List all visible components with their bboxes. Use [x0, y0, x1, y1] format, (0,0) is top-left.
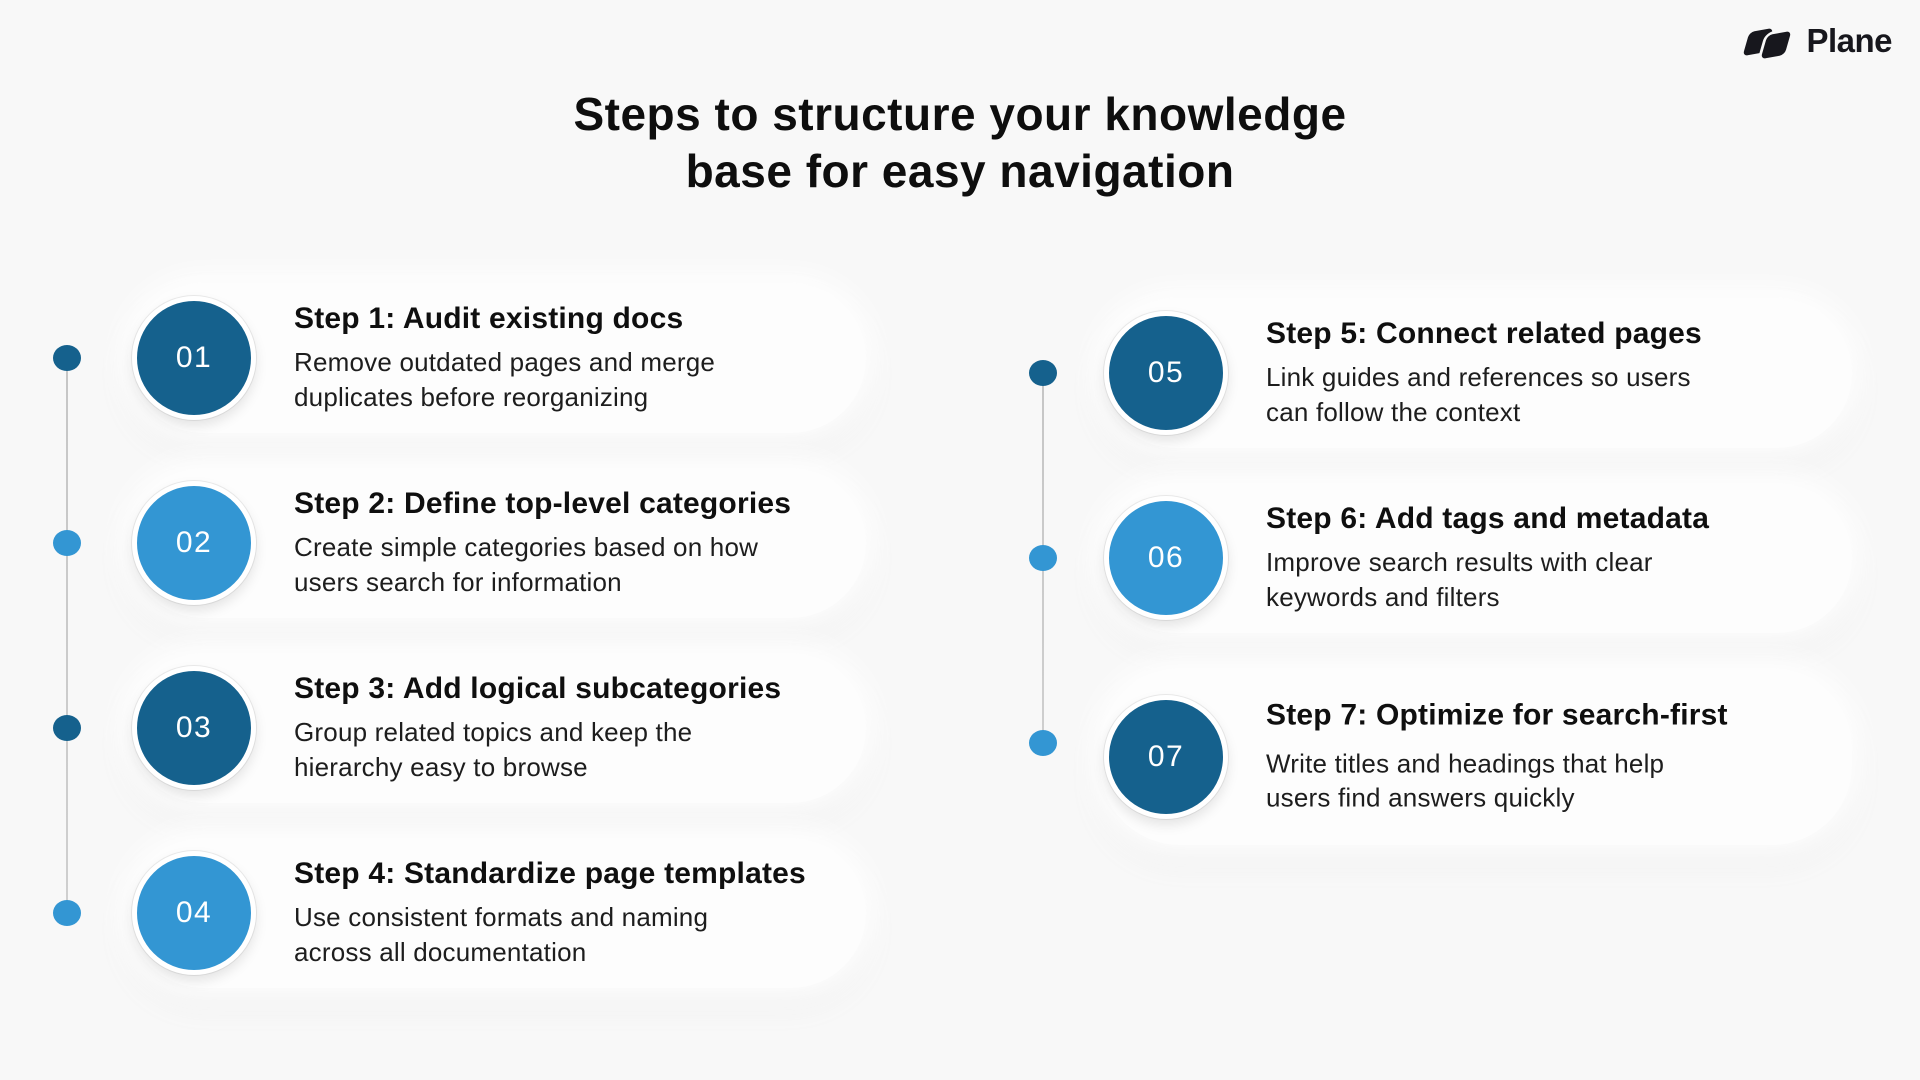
step-number-badge: 04 — [132, 851, 256, 975]
step-description: Link guides and references so users can … — [1266, 361, 1691, 427]
step-card-4: 04 Step 4: Standardize page templates Us… — [128, 838, 866, 988]
step-number-badge: 01 — [132, 296, 256, 420]
timeline-line-left — [66, 358, 68, 913]
step-title: Step 7: Optimize for search-first — [1266, 697, 1728, 731]
step-description: Create simple categories based on how us… — [294, 531, 759, 597]
step-card-5: 05 Step 5: Connect related pages Link gu… — [1100, 298, 1852, 448]
page-title: Steps to structure your knowledge base f… — [573, 88, 1347, 198]
step-number-badge: 02 — [132, 481, 256, 605]
step-number-badge: 06 — [1104, 496, 1228, 620]
step-description: Remove outdated pages and merge duplicat… — [294, 346, 716, 412]
step-description: Write titles and headings that help user… — [1266, 747, 1665, 813]
timeline-dot-step-3 — [53, 715, 81, 741]
step-title: Step 4: Standardize page templates — [294, 856, 806, 890]
step-description: Group related topics and keep the hierar… — [294, 716, 693, 782]
step-card-2: 02 Step 2: Define top-level categories C… — [128, 468, 866, 618]
step-card-6: 06 Step 6: Add tags and metadata Improve… — [1100, 483, 1852, 633]
timeline-dot-step-7 — [1029, 730, 1057, 756]
brand-wordmark: Plane — [1806, 22, 1892, 59]
step-title: Step 3: Add logical subcategories — [294, 671, 782, 705]
step-number-badge: 03 — [132, 666, 256, 790]
step-description: Use consistent formats and naming across… — [294, 901, 709, 967]
step-number-badge: 07 — [1104, 694, 1228, 819]
timeline-dot-step-4 — [53, 900, 81, 926]
timeline-dot-step-2 — [53, 530, 81, 556]
timeline-dot-step-1 — [53, 345, 81, 371]
step-description: Improve search results with clear keywor… — [1266, 546, 1653, 612]
plane-pages-logo-icon — [1743, 23, 1796, 60]
step-card-1: 01 Step 1: Audit existing docs Remove ou… — [128, 283, 866, 433]
step-card-7: 07 Step 7: Optimize for search-first Wri… — [1100, 668, 1852, 845]
timeline-dot-step-6 — [1029, 545, 1057, 571]
step-number-badge: 05 — [1104, 311, 1228, 435]
step-title: Step 1: Audit existing docs — [294, 301, 684, 335]
brand-logo: Plane — [1743, 22, 1892, 60]
step-title: Step 5: Connect related pages — [1266, 316, 1702, 350]
step-title: Step 6: Add tags and metadata — [1266, 501, 1710, 535]
step-title: Step 2: Define top-level categories — [294, 486, 792, 520]
timeline-dot-step-5 — [1029, 360, 1057, 386]
step-card-3: 03 Step 3: Add logical subcategories Gro… — [128, 653, 866, 803]
